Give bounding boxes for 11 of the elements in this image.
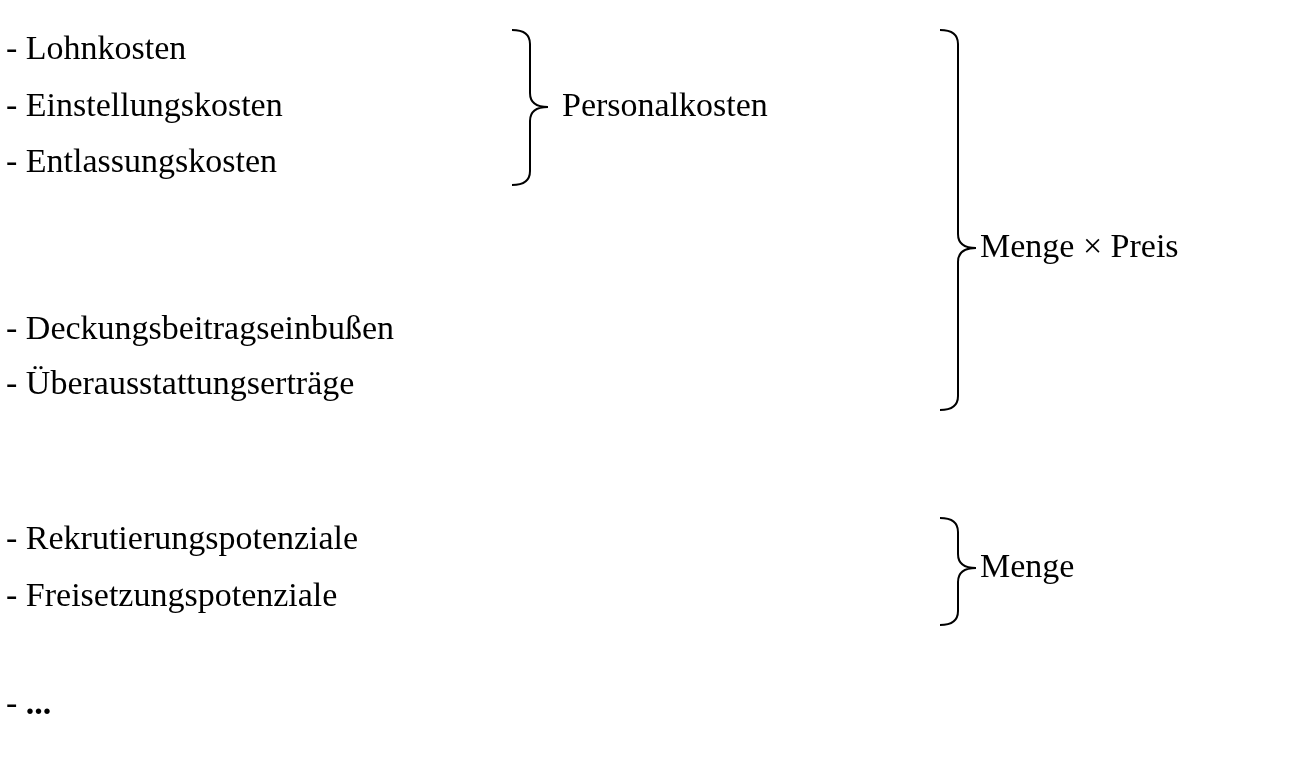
group-label: Menge xyxy=(980,546,1075,586)
group-label: Menge × Preis xyxy=(980,226,1179,266)
group-label: Personalkosten xyxy=(562,85,768,125)
list-item: - Lohnkosten xyxy=(6,28,187,68)
list-item: - ... xyxy=(6,683,52,723)
list-item: - Überausstattungserträge xyxy=(6,363,355,403)
list-item: - Freisetzungspotenziale xyxy=(6,575,338,615)
list-item: - Entlassungskosten xyxy=(6,141,278,181)
list-item: - Rekrutierungspotenziale xyxy=(6,518,359,558)
list-item: - Deckungsbeitragseinbußen xyxy=(6,308,395,348)
list-item: - Einstellungskosten xyxy=(6,85,283,125)
